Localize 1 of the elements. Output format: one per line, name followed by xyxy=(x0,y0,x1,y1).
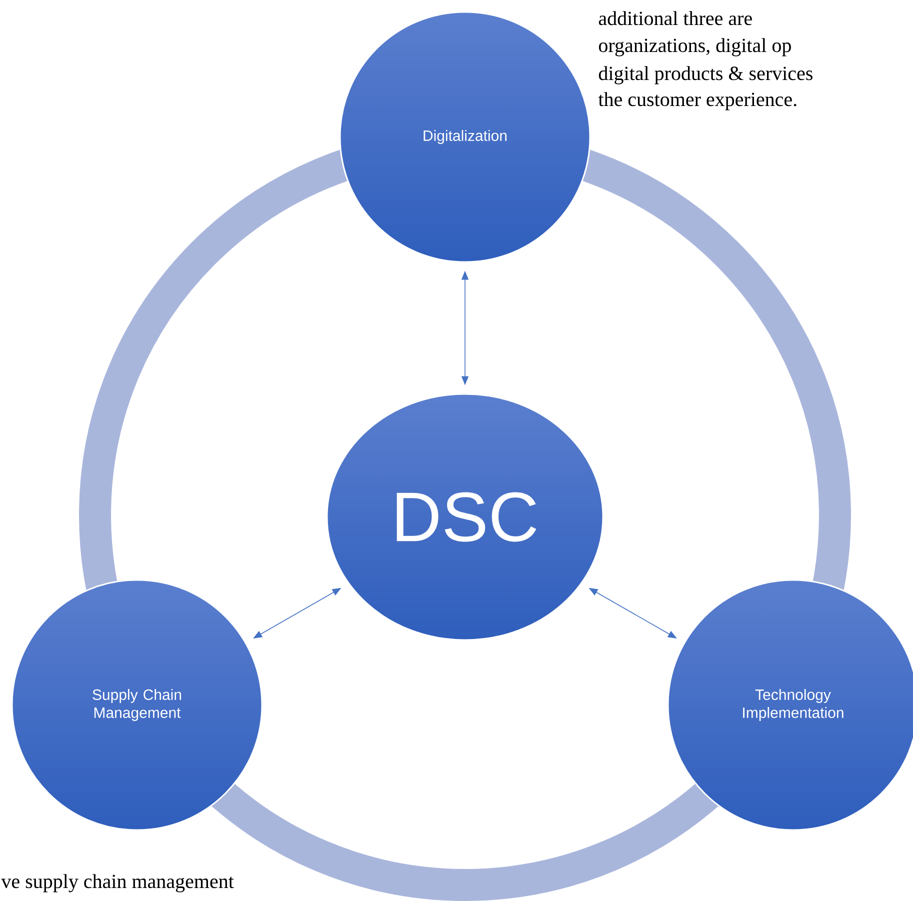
text-line: ve supply chain management xyxy=(1,874,234,892)
